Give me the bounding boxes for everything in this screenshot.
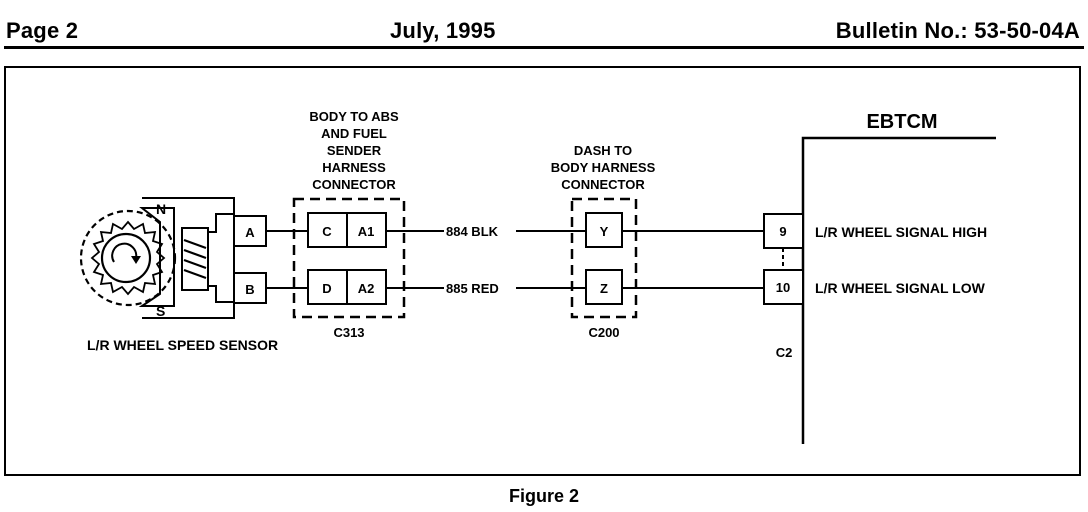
ebtcm-title: EBTCM xyxy=(866,111,937,133)
connector-c200: DASH TO BODY HARNESS CONNECTOR Y Z C200 xyxy=(551,143,656,340)
c200-pin-y xyxy=(585,212,623,248)
c313-title-line-2: AND FUEL xyxy=(321,126,387,141)
rotation-arrow-icon xyxy=(111,242,138,263)
diagram-frame xyxy=(4,66,1081,476)
wire-label-884: 884 BLK xyxy=(446,224,499,239)
bulletin-date: July, 1995 xyxy=(390,18,496,43)
sensor-housing xyxy=(142,197,235,319)
c200-title: DASH TO BODY HARNESS CONNECTOR xyxy=(551,143,656,192)
ebtcm-pin-10 xyxy=(763,269,804,305)
c313-pin-d xyxy=(307,269,348,305)
ebtcm-pin-10-label: 10 xyxy=(776,280,790,295)
signal-high-label: L/R WHEEL SIGNAL HIGH xyxy=(815,224,987,240)
c200-id: C200 xyxy=(588,325,619,340)
pole-piece xyxy=(138,207,175,307)
sensor-terminal-b xyxy=(233,272,267,304)
wires xyxy=(266,230,764,289)
c313-title-line-5: CONNECTOR xyxy=(312,177,396,192)
pole-s-label: S xyxy=(156,303,165,319)
c313-title: BODY TO ABS AND FUEL SENDER HARNESS CONN… xyxy=(309,109,399,192)
sensor-terminal-b-label: B xyxy=(245,282,254,297)
sensor-label: L/R WHEEL SPEED SENSOR xyxy=(87,337,278,353)
pole-n-label: N xyxy=(156,201,166,217)
coil-windings xyxy=(183,238,207,280)
c200-dashed-outline xyxy=(570,197,638,319)
rotor-circle xyxy=(100,232,152,284)
connector-c313: BODY TO ABS AND FUEL SENDER HARNESS CONN… xyxy=(292,109,406,340)
c313-pin-c-label: C xyxy=(322,224,332,239)
wheel-speed-sensor: N S A B L/R WHEEL SPEED SENSOR xyxy=(79,197,278,353)
ebtcm-connector-id: C2 xyxy=(776,345,793,360)
rotation-arrowhead-icon xyxy=(131,256,141,264)
coil-lead-top xyxy=(208,213,234,233)
c313-pin-a1 xyxy=(346,212,387,248)
c313-pin-d-label: D xyxy=(322,281,331,296)
figure-caption: Figure 2 xyxy=(508,486,579,506)
c200-title-line-3: CONNECTOR xyxy=(561,177,645,192)
tone-wheel-teeth xyxy=(90,220,166,296)
c313-title-line-3: SENDER xyxy=(327,143,382,158)
header-rule xyxy=(4,46,1084,49)
wire-label-885: 885 RED xyxy=(446,281,499,296)
ebtcm-outline xyxy=(801,136,996,444)
c313-title-line-4: HARNESS xyxy=(322,160,386,175)
c313-pin-a2-label: A2 xyxy=(358,281,375,296)
c200-pin-z xyxy=(585,269,623,305)
c313-title-line-1: BODY TO ABS xyxy=(309,109,399,124)
c313-pin-a1-label: A1 xyxy=(358,224,375,239)
page-number: Page 2 xyxy=(6,18,79,43)
c200-title-line-2: BODY HARNESS xyxy=(551,160,656,175)
sensor-terminal-a-label: A xyxy=(245,225,255,240)
c200-pin-y-label: Y xyxy=(600,224,609,239)
coil-lead-bottom xyxy=(208,285,234,303)
c200-pin-z-label: Z xyxy=(600,281,608,296)
ebtcm-module: EBTCM 9 10 L/R WHEEL SIGNAL HIGH L/R WHE… xyxy=(763,111,996,444)
bulletin-number: Bulletin No.: 53-50-04A xyxy=(835,18,1080,43)
c313-id: C313 xyxy=(333,325,364,340)
c313-dashed-outline xyxy=(292,197,406,319)
signal-low-label: L/R WHEEL SIGNAL LOW xyxy=(815,280,986,296)
ebtcm-pin-9-label: 9 xyxy=(779,224,786,239)
c200-title-line-1: DASH TO xyxy=(574,143,632,158)
c313-pin-a2 xyxy=(346,269,387,305)
coil-bobbin xyxy=(181,227,209,291)
